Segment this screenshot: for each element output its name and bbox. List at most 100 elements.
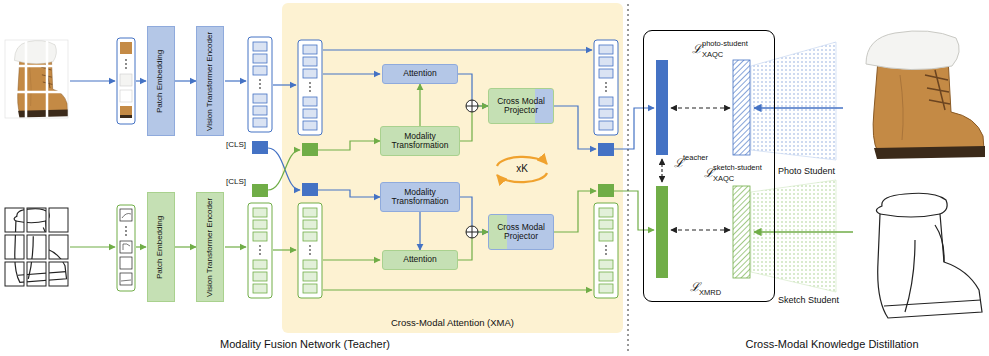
attention-region: Cross-Modal Attention (XMA) AttentionModa…: [282, 3, 623, 333]
patch-thumb: [120, 257, 132, 269]
transform-box: Modality Transformation: [380, 182, 460, 212]
patch-column: [117, 205, 135, 291]
grid-gap: [5, 40, 68, 118]
grid-cell: [5, 235, 24, 259]
student-feature: [733, 60, 750, 155]
projector-box: Cross Modal Projector: [488, 88, 554, 124]
sum-circle: [466, 100, 478, 112]
ellipsis-dot: [125, 59, 127, 61]
box-label: Cross Modal Projector: [489, 97, 553, 116]
patch-stroke: [123, 244, 130, 250]
grid-cell: [49, 208, 68, 232]
patch-thumb: [120, 209, 132, 221]
loss-subscript: XMRD: [699, 289, 721, 297]
loss-superscript: sketch-student: [713, 164, 762, 172]
ellipsis-dot: [125, 230, 127, 232]
loss-superscript: teacher: [683, 154, 708, 162]
loss-symbol: ℒ: [692, 43, 702, 56]
flow-arrow: [273, 84, 296, 85]
box-label: Modality Transformation: [381, 188, 459, 207]
flow-arrow: [614, 108, 654, 149]
flow-arrow: [70, 246, 115, 247]
loss-symbol: ℒ: [704, 167, 714, 180]
box-label: Cross Modal Projector: [489, 223, 553, 242]
grid-cell: [5, 262, 24, 286]
sum-symbol: [466, 100, 478, 112]
transform-box: Modality Transformation: [380, 126, 460, 156]
flow-arrow: [614, 191, 654, 230]
boot-sketch: [876, 193, 982, 318]
grid-cell: [49, 262, 68, 286]
distillation-box: ℒphoto-studentXAQCℒteacherℒsketch-studen…: [643, 30, 775, 302]
sum-symbol: [466, 226, 478, 238]
cls-token: [598, 143, 614, 156]
grid-cell: [49, 235, 68, 259]
connector: [419, 84, 420, 126]
connector: [175, 80, 196, 81]
divider: [628, 4, 629, 352]
loss-arrow: [661, 159, 662, 182]
encoder-box: Vision Transformer Encoder: [196, 192, 224, 302]
flow-arrow: [70, 80, 115, 81]
loss-arrow: [671, 229, 730, 230]
grid-cell: [27, 235, 46, 259]
connector: [175, 246, 196, 247]
flow-arrow: [273, 249, 296, 250]
input-arrow: [754, 107, 843, 108]
cls-token: [252, 141, 268, 154]
loss-arrow: [671, 107, 730, 108]
patch-thumb: [120, 115, 132, 118]
flow-arrow: [323, 259, 380, 260]
region-title: Cross-Modal Attention (XMA): [282, 318, 623, 328]
student-feature: [733, 186, 750, 278]
flow-arrow: [318, 141, 380, 150]
input-arrow: [754, 231, 853, 232]
sketch-grid: [5, 208, 68, 286]
grid-cell: [27, 262, 46, 286]
patch-stroke: [122, 214, 131, 219]
boot-sketch: [14, 209, 66, 283]
flow-arrow: [136, 80, 146, 81]
token-column: [298, 40, 322, 135]
token-label: [CLS]: [226, 178, 246, 187]
loss-symbol: ℒ: [690, 281, 700, 294]
loss-subscript: XAQC: [702, 51, 723, 59]
projector-box: Cross Modal Projector: [488, 214, 554, 250]
patch-thumb: [120, 42, 132, 54]
flow-arrow: [225, 80, 246, 81]
flow-arrow: [323, 73, 380, 74]
network-label: Sketch Student: [778, 296, 839, 306]
patch-thumb: [120, 90, 132, 102]
student-network: [751, 42, 836, 160]
box-label: Attention: [403, 69, 437, 78]
grid-cell: [27, 208, 46, 232]
skip-arrow: [323, 289, 592, 290]
loss-subscript: XAQC: [713, 175, 734, 183]
attention-box: Attention: [382, 64, 458, 84]
cls-token: [598, 184, 614, 197]
grid-gap: [5, 208, 68, 286]
token-column: [594, 40, 618, 135]
token-column: [248, 203, 272, 298]
cls-swap: [268, 150, 300, 190]
teacher-feature: [656, 186, 668, 278]
section-caption: Modality Fusion Network (Teacher): [220, 338, 390, 350]
patch-embedding-box: Patch Embedding: [147, 192, 175, 302]
encoder-box: Vision Transformer Encoder: [196, 26, 224, 136]
patch-thumb: [120, 273, 132, 285]
skip-arrow: [323, 49, 592, 50]
network-label: Photo Student: [778, 167, 835, 177]
token-column: [298, 203, 322, 298]
box-label: Vision Transformer Encoder: [206, 197, 215, 296]
token-label: [CLS]: [226, 141, 246, 150]
box-label: Patch Embedding: [157, 215, 166, 278]
connector: [419, 212, 420, 250]
boot-photo: [866, 31, 985, 159]
grid-outline: [5, 40, 68, 118]
loss-superscript: photo-student: [702, 40, 748, 48]
cls-swap: [268, 148, 300, 190]
patch-thumb: [120, 106, 132, 118]
